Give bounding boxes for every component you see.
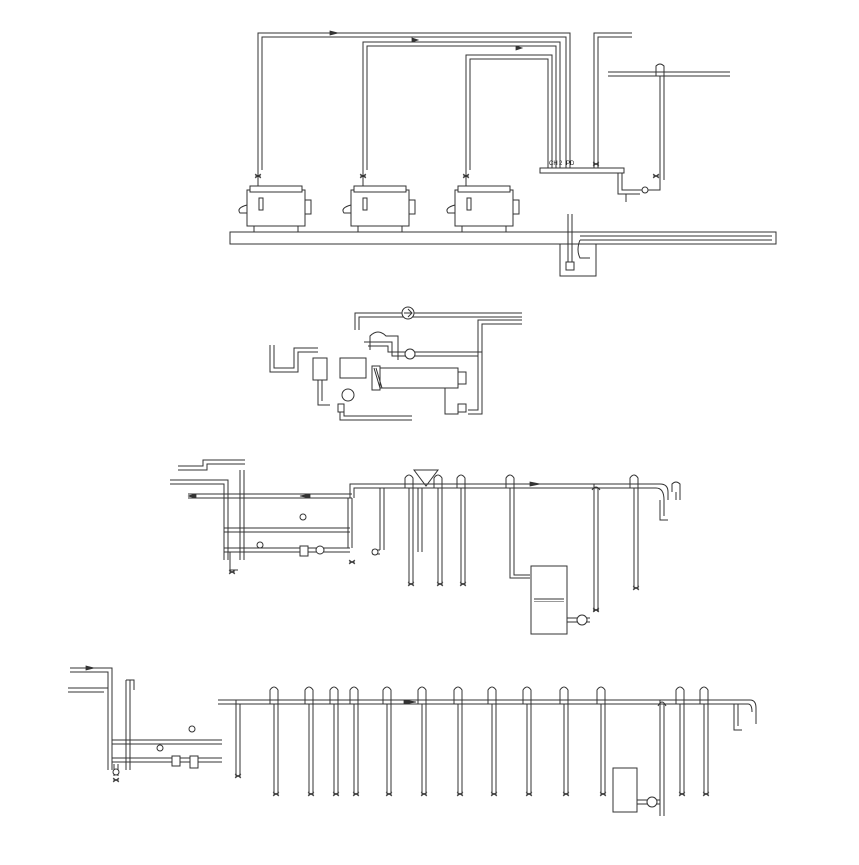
pump-icon [371,548,379,556]
valve-icon [592,161,600,167]
pump-icon [646,796,658,808]
valve-icon [562,791,570,797]
pump-icon [112,768,120,776]
valve-icon [456,791,464,797]
valve-icon [254,173,262,179]
valve-icon [462,173,470,179]
pump-icon [315,545,325,555]
valve-icon [592,607,600,613]
flow-arrow [299,493,311,499]
boiler-3 [446,170,520,232]
pipe-tag-ch: CH [549,161,558,167]
valve-icon [385,791,393,797]
valve-icon [490,791,498,797]
flow-arrow [187,493,197,499]
valve-icon [359,173,367,179]
floor-slab [229,231,777,245]
valve-icon [234,773,242,779]
strainer [171,755,181,767]
gauge-icon [188,725,196,733]
distribution-header-bottom [68,665,757,816]
valve-icon [436,581,444,587]
collector-header [539,167,625,174]
valve-icon [678,791,686,797]
flow-arrow [411,37,420,43]
storage-tank [612,767,638,813]
gauge-icon [156,744,164,752]
valve-icon [348,559,356,565]
gauge-icon [256,541,264,549]
heat-exchanger-section [269,306,522,421]
flow-arrow [329,30,339,36]
valve-icon [228,569,236,575]
pump-icon [576,614,588,626]
valve-marks [112,161,710,797]
flow-arrow [403,699,417,705]
distribution-header-mid [170,459,681,635]
valve-icon [459,581,467,587]
valve-icon [525,791,533,797]
valve-icon [632,585,640,591]
pump-icon [341,388,355,402]
valve-icon [272,791,280,797]
flow-arrow [529,481,541,487]
boiler-2 [342,170,416,232]
valve-icon [407,581,415,587]
pump-icon [404,348,416,360]
valve-icon [112,777,120,783]
valve-icon [420,791,428,797]
valve-icon [599,791,607,797]
valve-icon [332,791,340,797]
valve-icon [307,791,315,797]
gauge-icon [299,513,307,521]
valve-icon [352,791,360,797]
pipe-tag-2: 2 [559,161,563,167]
strainer [299,545,309,557]
flow-arrow [515,45,524,51]
heat-exchanger-shell [373,367,459,389]
valve-icon [652,173,660,179]
pump-icon [641,186,649,194]
valve-icon [702,791,710,797]
boiler-1 [238,170,312,232]
pipe-tag-pd: PD [566,161,575,167]
boiler-room-section: CH 2 PD [229,30,777,277]
flow-arrow [85,665,95,671]
